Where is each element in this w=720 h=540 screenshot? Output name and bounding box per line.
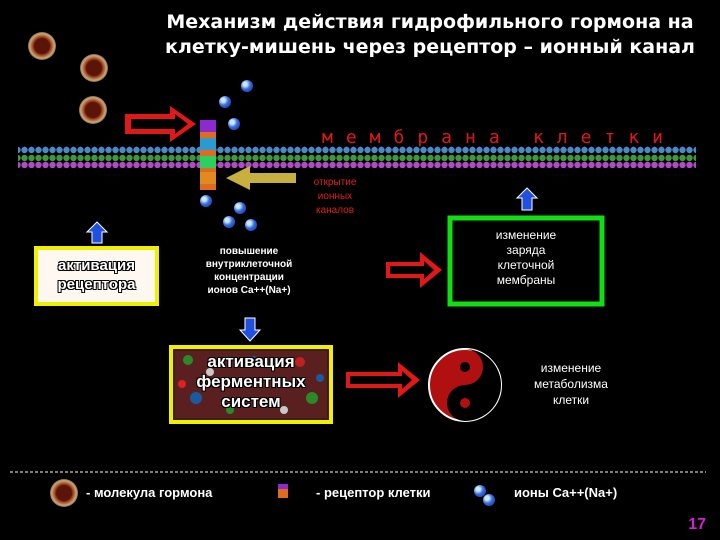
ion-icon — [228, 118, 240, 130]
ion-icon — [234, 202, 246, 214]
title-line-1: Механизм действия гидрофильного гормона … — [166, 11, 694, 33]
red-arrow-to-charge — [386, 252, 442, 288]
blue-up-arrow-left — [85, 221, 109, 244]
ion-icon — [200, 195, 212, 207]
enzyme-activation-text: активация ферментных систем — [196, 352, 306, 411]
blue-down-arrow — [238, 317, 262, 342]
page-number: 17 — [688, 516, 706, 533]
hormone-molecule-icon — [79, 96, 107, 124]
legend-ion-icon — [474, 485, 486, 497]
hormone-molecule-icon — [28, 32, 56, 60]
legend-ions-label: ионы Ca++(Na+) — [514, 485, 618, 500]
ion-icon — [223, 216, 235, 228]
metabolism-text: изменение метаболизма клетки — [534, 361, 608, 407]
legend-receptor-icon — [278, 484, 288, 498]
membrane-charge-text: изменение заряда клеточной мембраны — [495, 228, 557, 287]
page-title: Механизм действия гидрофильного гормона … — [150, 10, 710, 60]
cell-membrane — [18, 146, 696, 168]
legend-hormone-label: - молекула гормона — [86, 485, 213, 500]
ion-icon — [219, 96, 231, 108]
blue-up-arrow-right — [515, 187, 539, 211]
legend-ion-icon — [483, 494, 495, 506]
hormone-molecule-icon — [80, 54, 108, 82]
legend-hormone-icon — [50, 479, 78, 507]
membrane-label: мембрана — [322, 127, 513, 148]
hormone-binding-arrow — [125, 106, 196, 142]
red-arrow-to-metabolism — [346, 362, 420, 398]
title-line-2: клетку-мишень через рецептор – ионный ка… — [165, 36, 695, 58]
receptor-channel — [200, 120, 216, 190]
legend-receptor-label: - рецептор клетки — [316, 485, 431, 500]
cell-label: клетки — [533, 127, 677, 148]
receptor-activation-box — [34, 246, 159, 306]
membrane-charge-box — [447, 215, 605, 307]
ion-icon — [245, 219, 257, 231]
ion-icon — [241, 80, 253, 92]
yin-yang-icon — [428, 348, 502, 422]
channel-opening-arrow — [226, 166, 296, 190]
concentration-label: повышение внутриклеточной концентрации и… — [205, 246, 293, 296]
channel-open-label: открытие ионных каналов — [313, 177, 357, 216]
enzyme-activation-box — [169, 345, 333, 424]
receptor-activation-text: активация рецептора — [57, 257, 136, 293]
